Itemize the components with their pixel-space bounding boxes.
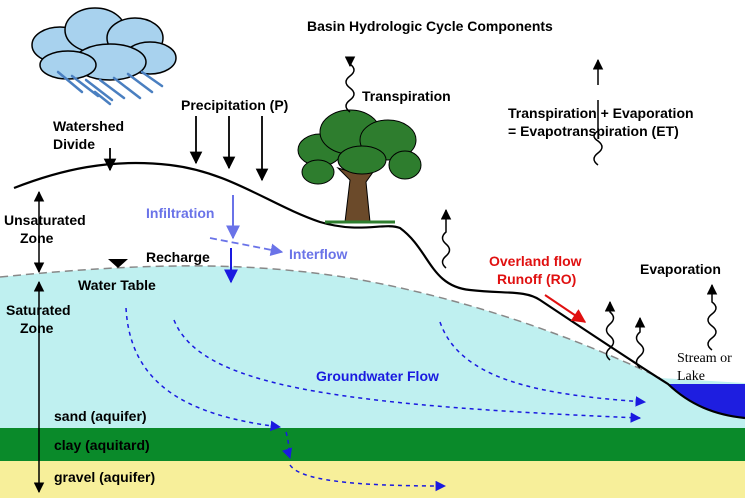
- water-table-symbol: [108, 259, 128, 268]
- gravel-layer: [0, 461, 745, 498]
- gravel-label: gravel (aquifer): [54, 469, 155, 485]
- evaporation-label: Evaporation: [640, 261, 721, 277]
- clay-layer: [0, 428, 745, 461]
- rain-icon: [56, 70, 164, 106]
- precipitation-label: Precipitation (P): [181, 97, 288, 113]
- sand-label: sand (aquifer): [54, 408, 147, 424]
- tree-icon: [297, 109, 422, 224]
- infiltration-label: Infiltration: [146, 205, 214, 221]
- interflow-label: Interflow: [289, 246, 347, 262]
- transpiration-squiggle: [344, 56, 356, 113]
- saturated-zone-label-1: Saturated: [6, 302, 71, 318]
- cloud-icon: [31, 7, 177, 81]
- unsaturated-zone-label-2: Zone: [20, 230, 54, 246]
- et-label-line2: = Evapotranspiration (ET): [508, 123, 679, 139]
- ground-surface: [13, 161, 745, 420]
- interflow-arrow: [209, 237, 284, 257]
- groundwater-zone: [0, 265, 745, 430]
- recharge-label: Recharge: [146, 249, 210, 265]
- et-squiggle: [593, 100, 603, 166]
- stream-label-1: Stream or: [677, 351, 732, 366]
- transpiration-label: Transpiration: [362, 88, 451, 104]
- groundwater-flow-label: Groundwater Flow: [316, 368, 439, 384]
- water-table-line: [0, 265, 661, 379]
- watershed-divide-label-1: Watershed: [53, 118, 124, 134]
- page-title: Basin Hydrologic Cycle Components: [307, 18, 553, 34]
- overland-flow-label-2: Runoff (RO): [497, 271, 576, 287]
- groundwater-flow-paths: [125, 307, 647, 492]
- water-table-label: Water Table: [78, 277, 156, 293]
- overland-flow-arrow: [544, 294, 587, 323]
- precipitation-arrows: [189, 116, 269, 182]
- evaporation-squiggles: [440, 208, 718, 369]
- clay-label: clay (aquitard): [54, 437, 150, 453]
- unsaturated-zone-label-1: Unsaturated: [4, 212, 86, 228]
- et-label-line1: Transpiration + Evaporation: [508, 105, 694, 121]
- stream-label-2: Lake: [677, 369, 705, 384]
- overland-flow-label-1: Overland flow: [489, 253, 582, 269]
- saturated-zone-label-2: Zone: [20, 320, 54, 336]
- watershed-divide-label-2: Divide: [53, 136, 95, 152]
- stream-lake: [668, 384, 745, 418]
